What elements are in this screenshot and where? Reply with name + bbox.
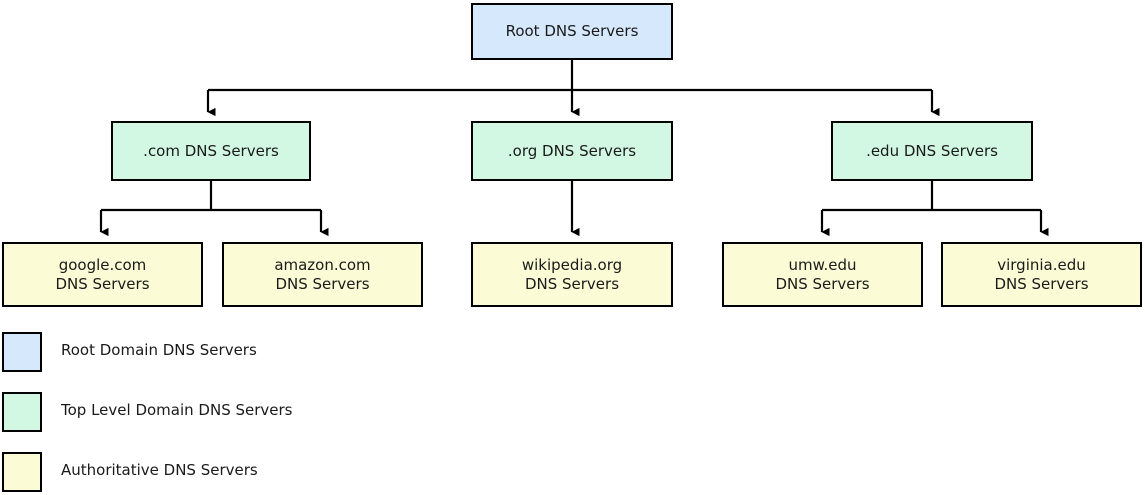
- node-com-dns-servers[interactable]: .com DNS Servers: [111, 121, 311, 181]
- node-wikipedia-org-dns-servers[interactable]: wikipedia.org DNS Servers: [471, 242, 673, 307]
- node-label-line1: google.com: [58, 255, 147, 274]
- node-label-line1: amazon.com: [274, 255, 371, 274]
- node-root-dns-servers[interactable]: Root DNS Servers: [471, 3, 673, 60]
- node-label: .org DNS Servers: [507, 141, 637, 160]
- node-virginia-edu-dns-servers[interactable]: virginia.edu DNS Servers: [941, 242, 1142, 307]
- connector-root-to-tld-bus: [208, 60, 932, 92]
- legend-swatch-top-level-domain: [2, 392, 42, 432]
- node-google-com-dns-servers[interactable]: google.com DNS Servers: [2, 242, 203, 307]
- node-label: .edu DNS Servers: [866, 141, 998, 160]
- legend-label-root-domain: Root Domain DNS Servers: [61, 341, 257, 359]
- connector-com-to-authoritative: [99, 181, 329, 237]
- legend-label-authoritative: Authoritative DNS Servers: [61, 461, 258, 479]
- node-label-line2: DNS Servers: [55, 274, 150, 293]
- node-label-line1: umw.edu: [788, 255, 857, 274]
- legend-swatch-authoritative: [2, 452, 42, 492]
- node-label-line1: wikipedia.org: [521, 255, 623, 274]
- node-label: .com DNS Servers: [143, 141, 279, 160]
- node-org-dns-servers[interactable]: .org DNS Servers: [471, 121, 673, 181]
- node-umw-edu-dns-servers[interactable]: umw.edu DNS Servers: [722, 242, 923, 307]
- connector-edu-to-authoritative: [820, 181, 1049, 237]
- node-label-line2: DNS Servers: [994, 274, 1089, 293]
- node-label-line2: DNS Servers: [524, 274, 620, 293]
- node-label-line2: DNS Servers: [275, 274, 370, 293]
- node-label-line2: DNS Servers: [775, 274, 870, 293]
- legend-swatch-root-domain: [2, 332, 42, 372]
- node-label-line1: virginia.edu: [997, 255, 1086, 274]
- legend-label-top-level-domain: Top Level Domain DNS Servers: [61, 401, 293, 419]
- node-edu-dns-servers[interactable]: .edu DNS Servers: [831, 121, 1033, 181]
- node-label: Root DNS Servers: [505, 22, 639, 40]
- node-amazon-com-dns-servers[interactable]: amazon.com DNS Servers: [222, 242, 423, 307]
